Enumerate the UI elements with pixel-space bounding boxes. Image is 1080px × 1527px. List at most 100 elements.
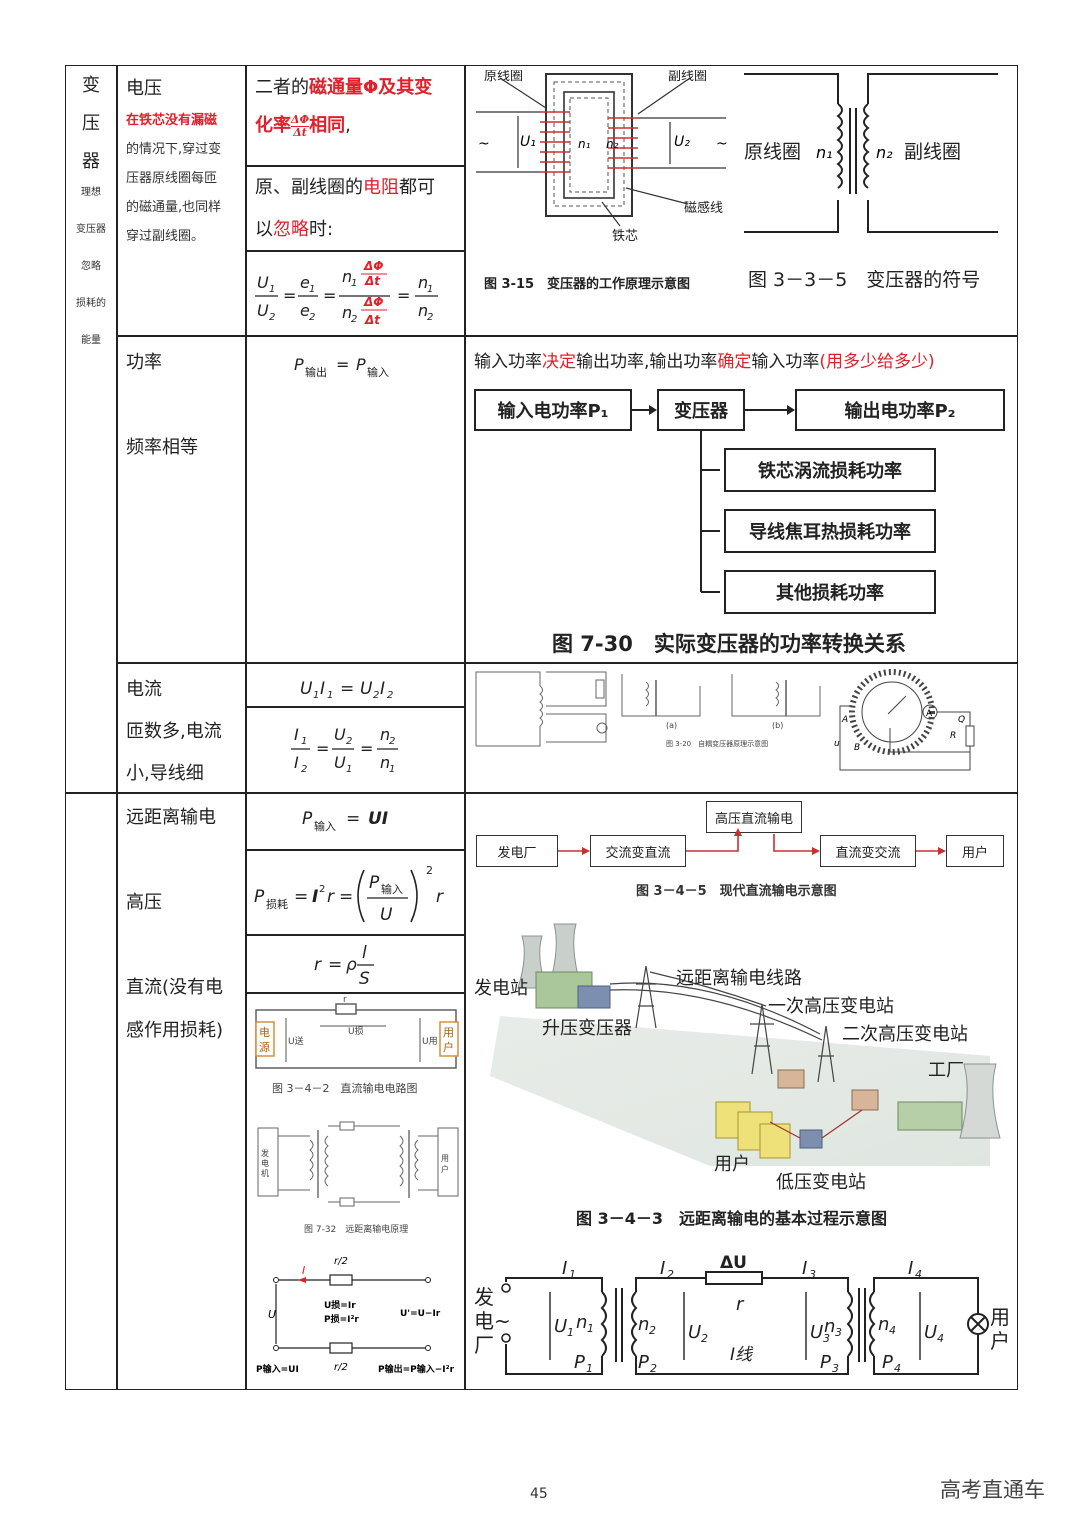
dc-circuit-caption: 图 3－4－2 直流输电电路图 (272, 1081, 418, 1095)
voltage-note-1: 的情况下,穿过变 (126, 142, 222, 157)
svg-text:U: U (257, 301, 269, 320)
svg-text:1: 1 (569, 1268, 576, 1281)
auto-transformer-figure: (a) (b) 图 3-20 自耦变压器原理示意图 (475, 671, 821, 748)
svg-text:P: P (638, 1352, 649, 1373)
transformer-symbol-caption: 图 3－3－5 变压器的符号 (748, 269, 980, 291)
primary-coil-label: 原线圈 (484, 70, 523, 84)
long-distance-label: 远距离输电 (126, 807, 216, 828)
svg-text:U: U (810, 1322, 823, 1343)
svg-text:P: P (302, 809, 313, 829)
scene-caption: 图 3－4－3 远距离输电的基本过程示意图 (576, 1209, 887, 1226)
dc-source-label: 电 (259, 1026, 270, 1039)
svg-text:R: R (950, 731, 956, 741)
line-loss-diagram: I r/2 r/2 U U损=Ir P损=I²r U'=U−Ir P输入=UI … (256, 1256, 455, 1375)
current-label: 电流 (126, 679, 162, 700)
half-r-bottom: r/2 (334, 1362, 348, 1373)
resistance-line-1: 原、副线圈的电阻都可 (255, 172, 461, 204)
four-stage-r: r (736, 1294, 745, 1315)
svg-text:4: 4 (889, 1324, 896, 1337)
svg-text:U: U (360, 679, 373, 699)
intro-red-2: 确定 (717, 352, 752, 372)
output-power-box: 输出电功率P₂ (795, 389, 1005, 431)
resistance-d: 时: (309, 219, 334, 240)
svg-text:U: U (554, 1316, 567, 1337)
svg-text:输出: 输出 (305, 365, 327, 379)
svg-text:P: P (882, 1352, 893, 1373)
resistance-statement: 原、副线圈的电阻都可 以忽略时: (255, 172, 461, 246)
rule-c3-b (245, 250, 465, 252)
iline-label: I线 (730, 1345, 754, 1365)
svg-text:Δt: Δt (364, 274, 381, 288)
power-flow-caption: 图 7-30 实际变压器的功率转换关系 (552, 632, 906, 656)
svg-text:2: 2 (649, 1324, 656, 1337)
power-equality-formula: P 输出 = P 输入 (294, 355, 389, 379)
svg-text:2: 2 (351, 314, 357, 325)
svg-text:U损: U损 (348, 1025, 364, 1037)
svg-text:u: u (834, 739, 840, 749)
p-loss-label: P损=I²r (324, 1313, 359, 1325)
transformer-box: 变压器 (657, 389, 745, 431)
symbol-secondary-label: 副线圈 (904, 141, 961, 163)
lp-user-label: 用 (441, 1154, 449, 1163)
intro-a: 输入功率 (474, 352, 542, 372)
auto-b-label: (b) (772, 721, 783, 730)
svg-text:=: = (294, 887, 308, 907)
svg-text:n: n (380, 725, 390, 744)
resistance-c: 以 (255, 219, 273, 240)
scene-label-user: 用户 (714, 1154, 750, 1175)
symbol-primary-label: 原线圈 (744, 141, 801, 163)
svg-text:U用: U用 (422, 1036, 438, 1047)
svg-text:B: B (854, 743, 860, 753)
vrule-3 (464, 65, 466, 1390)
svg-text:户: 户 (441, 1164, 449, 1174)
svg-text:A: A (841, 715, 848, 725)
eddy-loss-box: 铁芯涡流损耗功率 (724, 448, 936, 492)
svg-text:2: 2 (269, 312, 275, 323)
rule-voltage-power (116, 335, 1018, 337)
rule-section (65, 792, 1018, 794)
svg-text:1: 1 (351, 278, 357, 289)
svg-text:U: U (688, 1322, 701, 1343)
dc-transmission-circuit: 电 源 用 户 r U损 U送 U用 图 3－4－2 直流输电电路图 (255, 996, 459, 1095)
svg-text:U: U (924, 1322, 937, 1343)
resistance-red: 电阻 (363, 177, 399, 198)
u2-label: U₂ (674, 134, 690, 150)
category-note-3: 忽略 (81, 261, 101, 272)
rule-c3-f (245, 992, 465, 994)
hvdc-caption: 图 3－4－5 现代直流输电示意图 (636, 884, 837, 899)
input-power-formula: P 输入 = UI (302, 809, 388, 833)
svg-text:3: 3 (835, 1326, 842, 1339)
svg-text:P: P (356, 355, 366, 374)
svg-text:ΔΦ: ΔΦ (363, 295, 384, 309)
scene-label-sub1: 一次高压变电站 (768, 996, 894, 1017)
scene-label-line: 远距离输电线路 (676, 968, 802, 989)
tilde-right: ~ (716, 136, 728, 152)
symbol-n2: n₂ (876, 143, 893, 162)
svg-text:4: 4 (915, 1268, 922, 1281)
svg-text:n: n (824, 1316, 835, 1337)
svg-text:r: r (343, 996, 347, 1005)
svg-text:1: 1 (301, 736, 307, 747)
category-note-5: 能量 (81, 335, 101, 346)
loss-power-formula: P 损耗 = I 2 r = P 输入 U 2 r (254, 864, 444, 925)
hvdc-box-plant: 发电厂 (476, 835, 558, 867)
svg-text:电: 电 (261, 1158, 269, 1168)
flux-lines-label: 磁感线 (684, 200, 723, 216)
category-note-1: 理想 (81, 187, 101, 198)
svg-text:U: U (334, 725, 346, 744)
svg-text:I: I (660, 1258, 665, 1279)
svg-text:户: 户 (443, 1040, 454, 1054)
svg-text:I: I (562, 1258, 567, 1279)
scene-label-plant: 发电站 (474, 978, 528, 999)
transformer-principle-figure: 原线圈 副线圈 磁感线 铁芯 U₁ U₂ n₁ n₂ ~ ~ 图 3-15 变压… (476, 70, 728, 292)
svg-text:I: I (380, 679, 385, 699)
hvdc-box-line: 高压直流输电 (706, 801, 802, 833)
svg-text:2: 2 (426, 864, 433, 877)
svg-text:n: n (638, 1314, 649, 1335)
u-loss-label: U损=Ir (324, 1299, 356, 1311)
svg-text:UI: UI (368, 809, 388, 829)
svg-text:1: 1 (269, 284, 275, 295)
power-flow-connectors (632, 405, 795, 593)
dc-label: 直流(没有电 (126, 977, 224, 998)
